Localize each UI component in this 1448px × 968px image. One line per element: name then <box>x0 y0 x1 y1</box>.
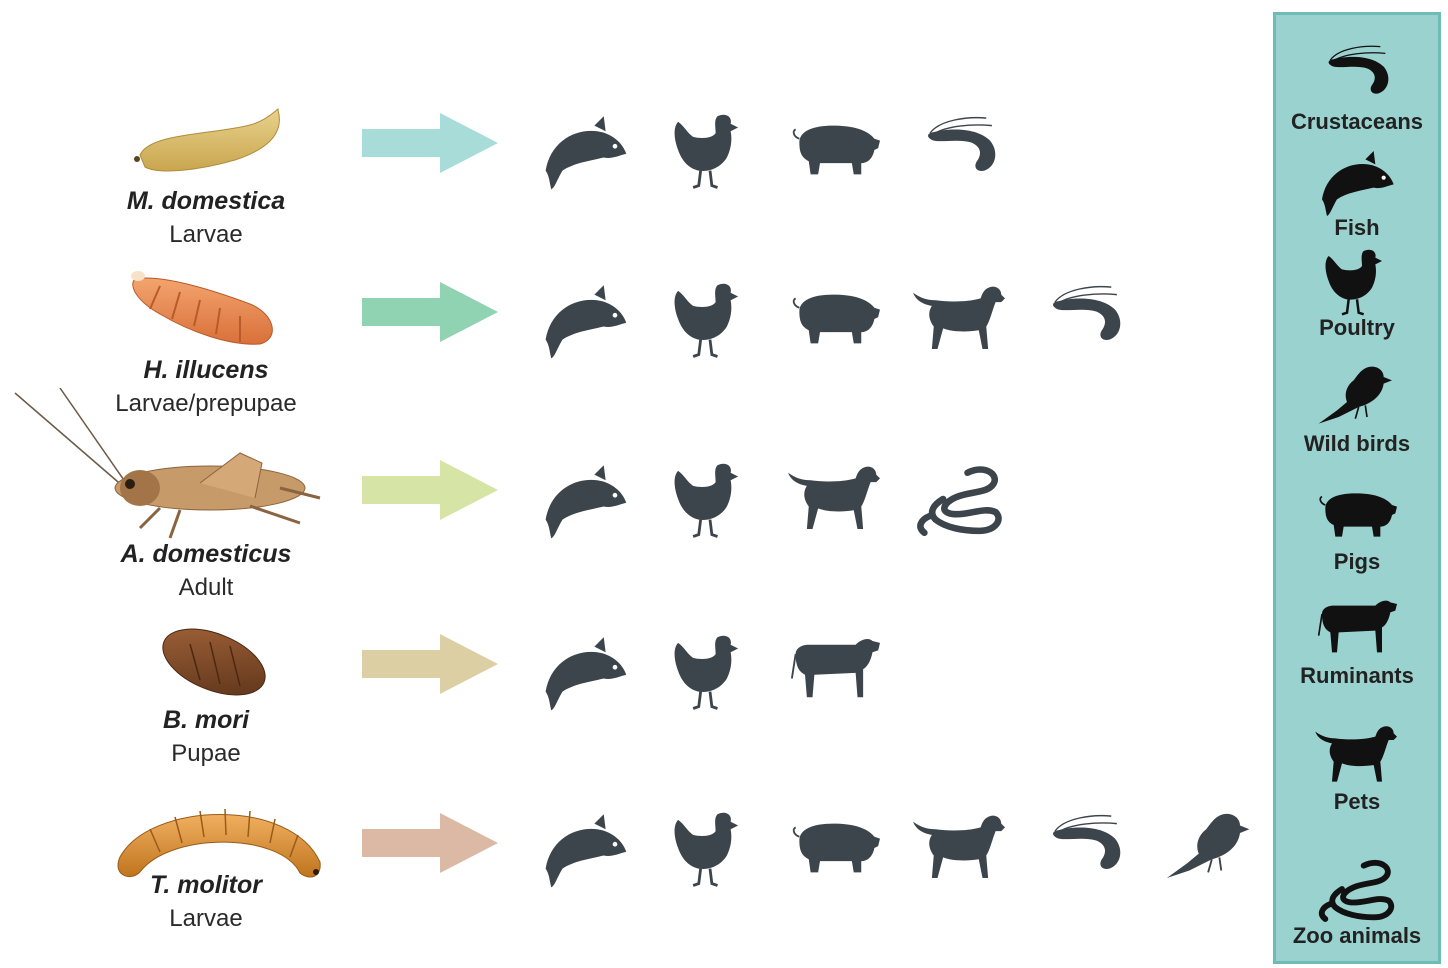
insect-row-3: A. domesticus Adult <box>0 448 1260 618</box>
legend-item-pigs: Pigs <box>1276 475 1438 555</box>
legend-label: Ruminants <box>1276 663 1438 689</box>
pets-icon <box>910 274 1010 364</box>
insect-species-name: T. molitor <box>56 871 356 900</box>
legend-label: Crustaceans <box>1276 109 1438 135</box>
legend-item-poultry: Poultry <box>1276 241 1438 321</box>
wild-birds-icon <box>1160 803 1260 893</box>
legend-item-wild-birds: Wild birds <box>1276 357 1438 437</box>
insect-life-stage: Pupae <box>56 740 356 768</box>
poultry-icon <box>660 105 760 195</box>
fish-icon <box>535 626 635 716</box>
legend-label: Wild birds <box>1276 431 1438 457</box>
insect-row-4: B. mori Pupae <box>0 616 1260 786</box>
insect-row-5: T. molitor Larvae <box>0 777 1260 947</box>
crustaceans-icon <box>1035 803 1135 893</box>
ruminants-icon <box>1302 589 1412 669</box>
pets-icon <box>910 803 1010 893</box>
arrow-icon <box>360 634 500 694</box>
zoo-animals-icon <box>1302 849 1412 929</box>
insect-life-stage: Larvae <box>56 905 356 933</box>
poultry-icon <box>660 454 760 544</box>
arrow-icon <box>360 282 500 342</box>
legend-item-crustaceans: Crustaceans <box>1276 35 1438 115</box>
crustaceans-icon <box>910 105 1010 195</box>
arrow-icon <box>360 460 500 520</box>
fish-icon <box>535 454 635 544</box>
legend-label: Poultry <box>1276 315 1438 341</box>
insect-life-stage: Adult <box>56 574 356 602</box>
insect-species-name: B. mori <box>56 706 356 735</box>
fish-icon <box>1302 141 1412 221</box>
legend-item-fish: Fish <box>1276 141 1438 221</box>
insect-species-name: M. domestica <box>56 187 356 216</box>
insect-species-name: A. domesticus <box>56 540 356 569</box>
insect-row-1: M. domestica Larvae <box>0 95 1260 265</box>
legend-label: Pigs <box>1276 549 1438 575</box>
crustaceans-icon <box>1035 274 1135 364</box>
zoo-animals-icon <box>910 454 1010 544</box>
pigs-icon <box>785 803 885 893</box>
poultry-icon <box>1302 241 1412 321</box>
legend-label: Fish <box>1276 215 1438 241</box>
poultry-icon <box>660 626 760 716</box>
wild-birds-icon <box>1302 357 1412 437</box>
pigs-icon <box>785 274 885 364</box>
pigs-icon <box>1302 475 1412 555</box>
poultry-icon <box>660 803 760 893</box>
crustaceans-icon <box>1302 35 1412 115</box>
insect-life-stage: Larvae <box>56 221 356 249</box>
fish-icon <box>535 803 635 893</box>
pets-icon <box>1302 715 1412 795</box>
insect-species-name: H. illucens <box>56 356 356 385</box>
pets-icon <box>785 454 885 544</box>
legend-item-ruminants: Ruminants <box>1276 589 1438 669</box>
arrow-icon <box>360 813 500 873</box>
fish-icon <box>535 105 635 195</box>
pigs-icon <box>785 105 885 195</box>
legend-label: Pets <box>1276 789 1438 815</box>
legend-label: Zoo animals <box>1276 923 1438 949</box>
arrow-icon <box>360 113 500 173</box>
legend-item-zoo-animals: Zoo animals <box>1276 849 1438 929</box>
ruminants-icon <box>785 626 885 716</box>
poultry-icon <box>660 274 760 364</box>
fish-icon <box>535 274 635 364</box>
legend-item-pets: Pets <box>1276 715 1438 795</box>
